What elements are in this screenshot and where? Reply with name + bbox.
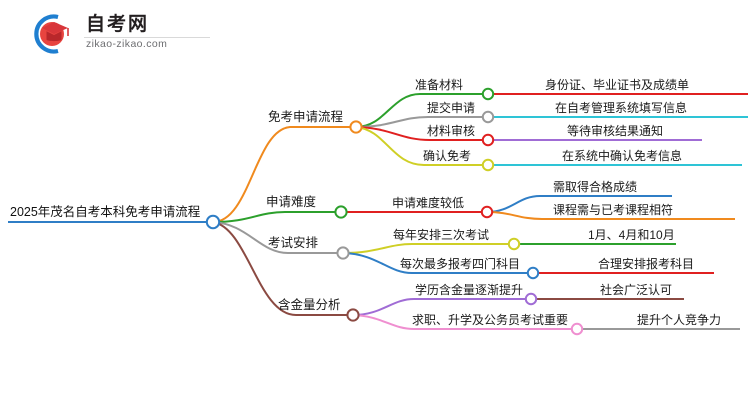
node-xueli-hanjinliang-tisheng[interactable] <box>524 292 538 306</box>
root-label: 2025年茂名自考本科免考申请流程 <box>10 205 201 219</box>
child-label-zhunbei-cailiao: 准备材料 <box>415 78 464 92</box>
leaf-label-shehui-guangfan-renke: 社会广泛认可 <box>600 283 673 297</box>
node-hanjinliang-fenxi[interactable] <box>346 308 360 322</box>
link-hanjin-to-qiuzhi <box>352 314 577 330</box>
node-meinian-sanci-kaoshi[interactable] <box>507 237 521 251</box>
leaf-label-tisheng-geren-jingzhengli: 提升个人竞争力 <box>637 313 722 327</box>
child-label-shenqing-nandu-jiaodi: 申请难度较低 <box>392 196 465 210</box>
link-root-to-nandu <box>212 211 341 223</box>
leaf-label-heli-anpai-baokao-kemu: 合理安排报考科目 <box>598 257 695 271</box>
node-queren-mianko[interactable] <box>481 158 495 172</box>
logo-domain: zikao-zikao.com <box>86 38 168 50</box>
node-shenqing-nandu-jiaodi[interactable] <box>480 205 494 219</box>
node-meici-simen-kemu[interactable] <box>526 266 540 280</box>
leaf-label-xitongzhong-queren-mianko: 在系统中确认免考信息 <box>562 149 683 163</box>
leaf-label-xu-qude-hege-chengji: 需取得合格成绩 <box>553 180 638 194</box>
link-anpai-to-simen <box>342 252 533 274</box>
node-mianko-shenqing-liucheng[interactable] <box>349 120 363 134</box>
leaf-label-kecheng-xiangfu: 课程需与已考课程相符 <box>553 203 674 217</box>
node-shenqing-nandu[interactable] <box>334 205 348 219</box>
branch-label-kaoshi-anpai: 考试安排 <box>268 236 319 250</box>
link-mianko-to-zhunbei <box>355 93 488 128</box>
branch-label-shenqing-nandu: 申请难度 <box>266 195 317 209</box>
child-label-queren-mianko: 确认免考 <box>423 149 472 163</box>
graduation-cap-icon <box>28 11 76 57</box>
child-label-xueli-hanjinliang-tisheng: 学历含金量逐渐提升 <box>415 283 524 297</box>
branch-label-hanjinliang-fenxi: 含金量分析 <box>278 298 341 312</box>
link-jiaodi-to-xiangfu <box>486 211 735 220</box>
node-zhunbei-cailiao[interactable] <box>481 87 495 101</box>
node-kaoshi-anpai[interactable] <box>336 246 350 260</box>
child-label-meinian-sanci-kaoshi: 每年安排三次考试 <box>393 228 490 242</box>
link-mianko-to-tijiao <box>355 116 488 128</box>
link-root-to-anpai <box>212 221 343 254</box>
link-hanjin-to-tisheng <box>352 298 531 316</box>
link-mianko-to-shenhe <box>355 126 488 141</box>
node-qiuzhi-shengxue-gongwuyuan[interactable] <box>570 322 584 336</box>
child-label-meici-simen-kemu: 每次最多报考四门科目 <box>400 257 521 271</box>
leaf-label-dengdai-shenhe-jieguo: 等待审核结果通知 <box>567 124 664 138</box>
leaf-label-zikao-guanli-xitong: 在自考管理系统填写信息 <box>555 101 688 115</box>
link-root-to-mianko <box>212 126 356 223</box>
node-tijiao-shenqing[interactable] <box>481 110 495 124</box>
link-root-to-hanjin <box>212 221 353 316</box>
logo-name: 自考网 <box>86 14 150 35</box>
child-label-cailiao-shenhe: 材料审核 <box>427 124 476 138</box>
link-anpai-to-sanci <box>342 243 514 254</box>
site-logo: 自考网 zikao-zikao.com <box>28 11 218 59</box>
leaf-label-yiyue-siyue-shiyue: 1月、4月和10月 <box>588 228 675 242</box>
leaf-label-shenfenzheng-biyezhengshu: 身份证、毕业证书及成绩单 <box>545 78 690 92</box>
child-label-tijiao-shenqing: 提交申请 <box>427 101 476 115</box>
link-mianko-to-queren <box>355 126 488 166</box>
child-label-qiuzhi-shengxue-gongwuyuan: 求职、升学及公务员考试重要 <box>412 313 569 327</box>
logo-divider <box>84 37 210 38</box>
node-cailiao-shenhe[interactable] <box>481 133 495 147</box>
branch-label-mianko-shenqing-liucheng: 免考申请流程 <box>268 110 344 124</box>
node-root[interactable] <box>205 214 221 230</box>
